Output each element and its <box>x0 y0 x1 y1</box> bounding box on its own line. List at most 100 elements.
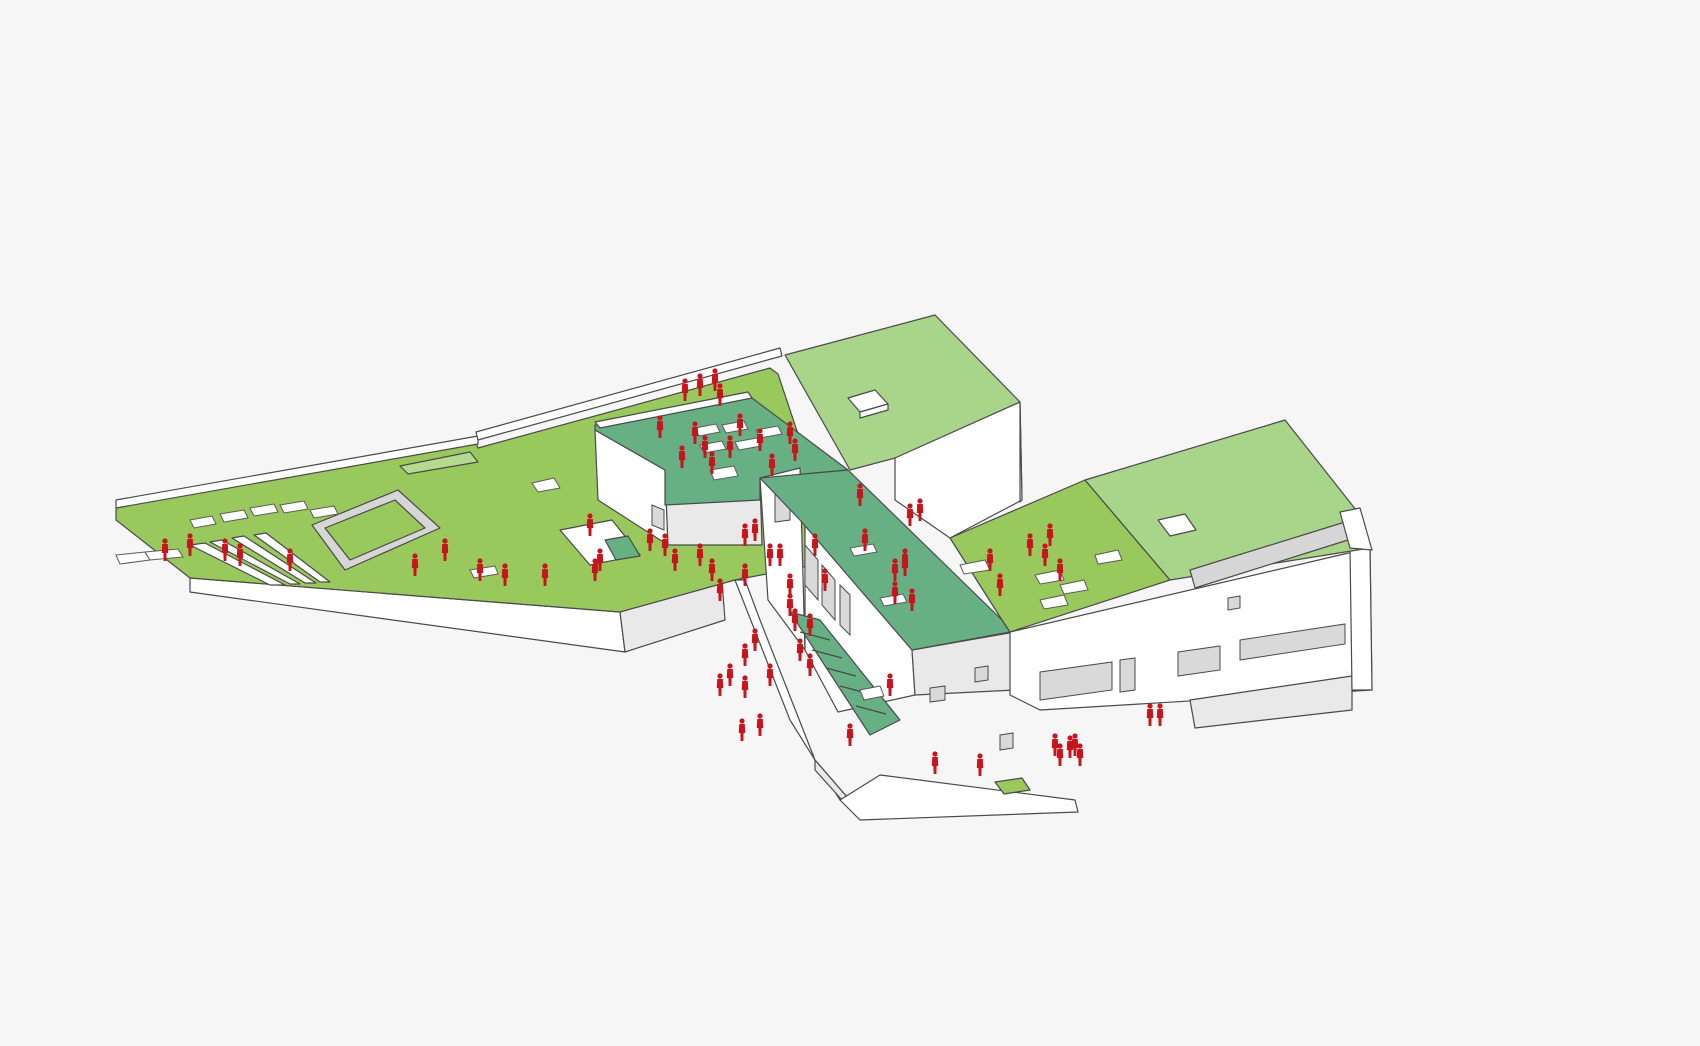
central-block-window <box>651 504 665 531</box>
person-figure-icon <box>891 558 899 581</box>
person-figure-icon <box>708 451 716 474</box>
ramp-planter <box>859 685 885 701</box>
west-wing-light-strip <box>399 451 479 475</box>
person-figure-icon <box>741 523 749 546</box>
person-figure-icon <box>931 751 939 774</box>
person-figure-icon <box>501 563 509 586</box>
person-figure-icon <box>286 548 294 571</box>
person-figure-icon <box>596 548 604 571</box>
person-figure-icon <box>791 438 799 461</box>
central-plaza-pool <box>604 535 641 561</box>
east-wing-parapet-wall <box>1339 507 1373 551</box>
person-figure-icon <box>1046 523 1054 546</box>
west-wing-parapet-2 <box>475 347 783 441</box>
person-figure-icon <box>786 593 794 616</box>
person-figure-icon <box>901 553 909 576</box>
person-figure-icon <box>1026 533 1034 556</box>
person-figure-icon <box>1076 743 1084 766</box>
east-wing-green-roof <box>949 479 1171 633</box>
person-figure-icon <box>741 563 749 586</box>
east-wing-windows <box>1039 595 1346 701</box>
person-figure-icon <box>756 428 764 451</box>
person-figure-icon <box>236 543 244 566</box>
person-figure-icon <box>766 663 774 686</box>
person-figure-icon <box>1041 543 1049 566</box>
person-figure-icon <box>846 723 854 746</box>
person-figure-icon <box>1146 703 1154 726</box>
person-figure-icon <box>741 643 749 666</box>
person-figure-icon <box>786 421 794 444</box>
person-figure-icon <box>716 578 724 601</box>
person-figure-icon <box>756 713 764 736</box>
person-figure-icon <box>906 503 914 526</box>
person-figure-icon <box>701 435 709 458</box>
north-block <box>784 314 1023 539</box>
person-figure-icon <box>161 538 169 561</box>
person-figure-icon <box>886 673 894 696</box>
person-figure-icon <box>1066 735 1074 758</box>
person-figure-icon <box>691 421 699 444</box>
person-figure-icon <box>1156 703 1164 726</box>
person-figure-icon <box>738 718 746 741</box>
person-figure-icon <box>716 383 724 406</box>
person-figure-icon <box>861 528 869 551</box>
person-figure-icon <box>751 628 759 651</box>
person-figure-icon <box>768 453 776 476</box>
west-wing-steps <box>115 532 331 586</box>
south-entry-planter <box>994 777 1031 795</box>
person-figure-icon <box>656 415 664 438</box>
west-wing-parapet <box>115 435 479 509</box>
person-figure-icon <box>741 675 749 698</box>
person-figure-icon <box>476 558 484 581</box>
east-wing-rooftop-box <box>1157 513 1197 537</box>
east-wing <box>949 419 1373 729</box>
person-figure-icon <box>726 663 734 686</box>
person-figure-icon <box>1071 733 1079 756</box>
person-figure-icon <box>671 548 679 571</box>
person-figure-icon <box>678 445 686 468</box>
person-figure-icon <box>891 581 899 604</box>
person-figure-icon <box>908 588 916 611</box>
person-figure-icon <box>1056 743 1064 766</box>
person-figure-icon <box>821 568 829 591</box>
person-figure-icon <box>811 533 819 556</box>
person-figure-icon <box>986 548 994 571</box>
person-figure-icon <box>586 513 594 536</box>
east-wing-end-facade <box>1349 547 1373 691</box>
person-figure-icon <box>766 543 774 566</box>
person-figure-icon <box>716 673 724 696</box>
person-figure-icon <box>856 483 864 506</box>
person-figure-icon <box>661 533 669 556</box>
person-figure-icon <box>776 543 784 566</box>
person-figure-icon <box>726 435 734 458</box>
central-courtyard-rim <box>594 391 753 429</box>
north-block-roof <box>784 314 1021 471</box>
person-figure-icon <box>996 573 1004 596</box>
person-figure-icon <box>186 533 194 556</box>
north-block-east-facade <box>1019 401 1023 503</box>
person-figure-icon <box>916 498 924 521</box>
west-wing-roof-pads <box>189 477 561 579</box>
person-figure-icon <box>411 553 419 576</box>
person-figure-icon <box>708 558 716 581</box>
person-figure-icon <box>1056 558 1064 581</box>
person-figure-icon <box>541 563 549 586</box>
people-figures <box>161 368 1164 776</box>
person-figure-icon <box>646 528 654 551</box>
person-figure-icon <box>711 368 719 391</box>
east-wing-podium <box>1189 675 1353 729</box>
person-figure-icon <box>806 653 814 676</box>
east-wing-roof-pads <box>959 549 1123 610</box>
person-figure-icon <box>441 538 449 561</box>
person-figure-icon <box>976 753 984 776</box>
west-wing-void-floor <box>324 499 426 561</box>
person-figure-icon <box>736 413 744 436</box>
person-figure-icon <box>1051 733 1059 756</box>
person-figure-icon <box>696 543 704 566</box>
person-figure-icon <box>681 378 689 401</box>
person-figure-icon <box>806 613 814 636</box>
person-figure-icon <box>791 608 799 631</box>
person-figure-icon <box>591 558 599 581</box>
